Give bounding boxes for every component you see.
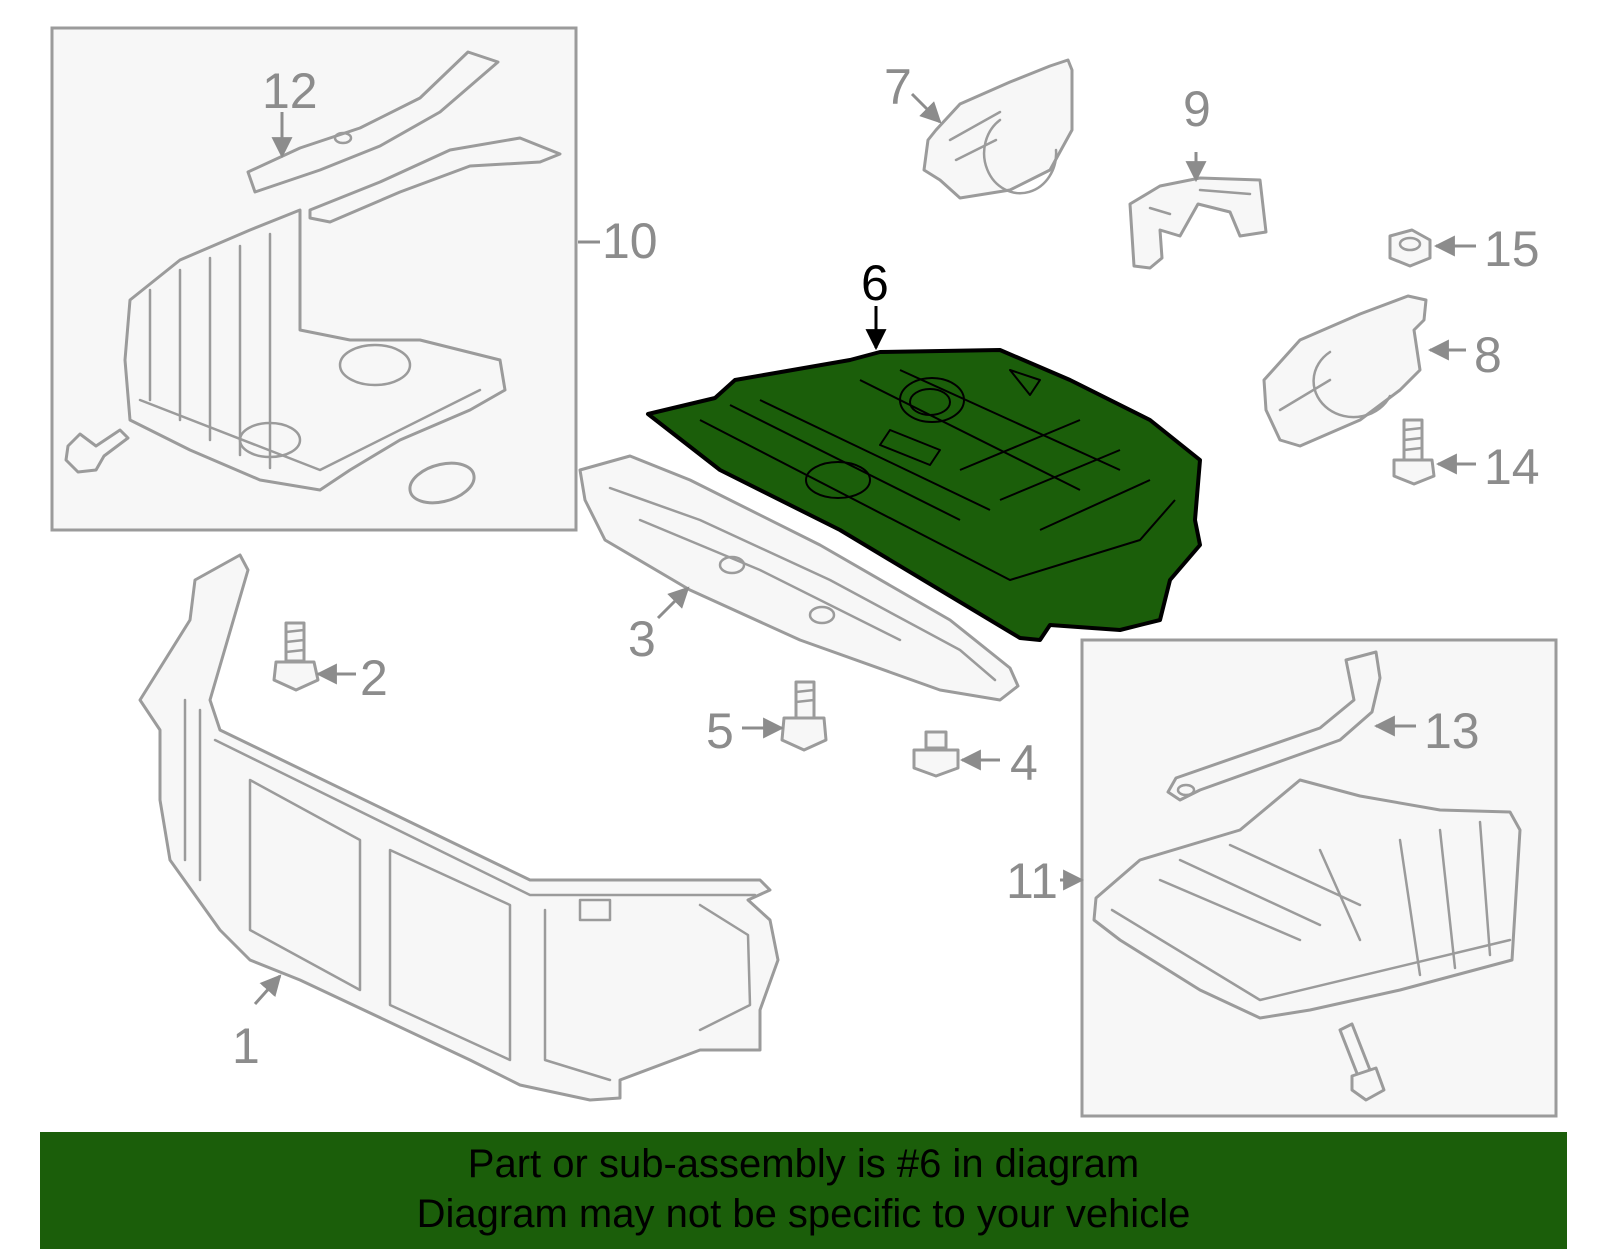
footer-banner: Part or sub-assembly is #6 in diagram Di… [40,1132,1567,1249]
part-3-reinforcement [578,454,1020,702]
bolt-5 [780,680,828,752]
footer-line-1: Part or sub-assembly is #6 in diagram [467,1142,1140,1186]
callout-13: 13 [1424,703,1480,759]
callout-15: 15 [1484,221,1540,277]
callout-8: 8 [1474,327,1502,383]
part-12-bracket [246,50,500,194]
callout-14: 14 [1484,439,1540,495]
part-10-undercover [123,208,507,492]
nut-4 [912,730,960,778]
callout-7: 7 [884,59,912,115]
callout-11: 11 [1006,853,1058,909]
callout-1: 1 [232,1018,260,1074]
part-6-undercover-highlighted [646,348,1202,642]
bolt-inset-10 [64,428,130,474]
callout-2: 2 [360,650,388,706]
callout-5: 5 [706,703,734,759]
callout-10: 10 [602,213,658,269]
inset-box-10 [50,26,578,532]
callout-6: 6 [861,255,889,311]
bolt-inset-11 [1338,1022,1386,1102]
bolt-14 [1392,418,1436,486]
part-7-shield [922,58,1074,200]
part-9-bracket [1128,176,1268,270]
part-1-radiator-support [138,553,780,1102]
part-11-undercover [1092,778,1522,1020]
callout-4: 4 [1010,735,1038,791]
callout-3: 3 [628,611,656,667]
footer-line-2: Diagram may not be specific to your vehi… [416,1192,1191,1236]
part-8-shield [1262,294,1428,448]
callout-9: 9 [1183,81,1211,137]
inset-box-11 [1080,638,1558,1118]
nut-15 [1388,228,1432,268]
bolt-2 [272,621,320,692]
callout-12: 12 [262,63,318,119]
